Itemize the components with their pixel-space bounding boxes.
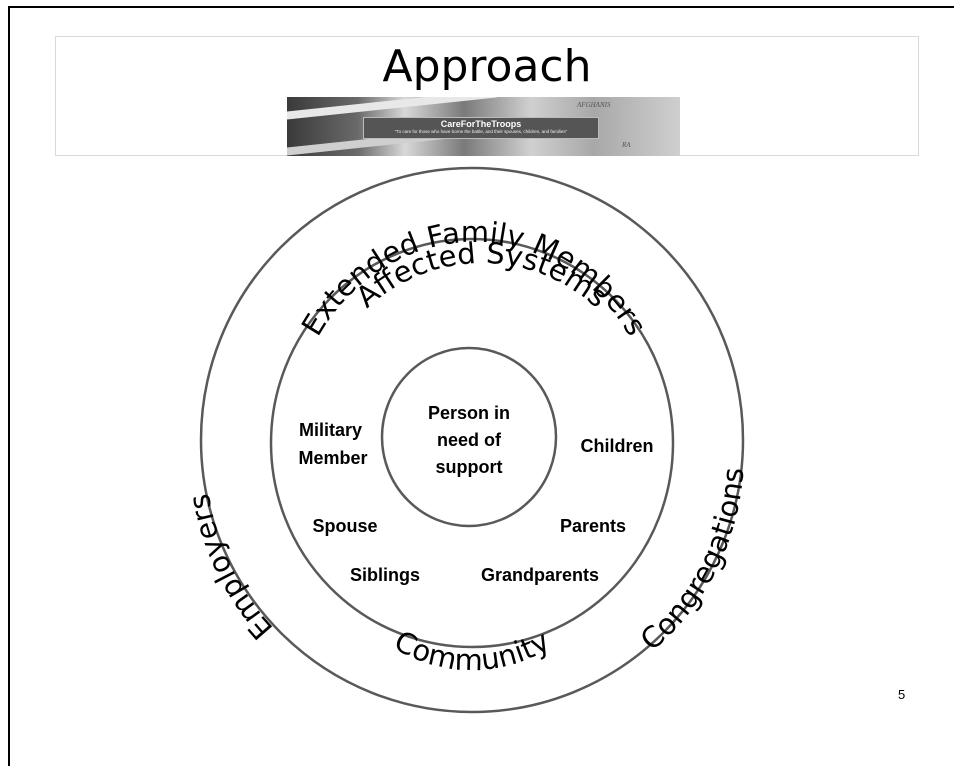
spouse-label: Spouse	[312, 516, 377, 536]
map-label: AFGHANIS	[577, 101, 611, 109]
page-number: 5	[898, 687, 906, 702]
banner-tagline: "To care for those who have borne the ba…	[394, 129, 568, 134]
grandparents-label: Grandparents	[481, 565, 599, 585]
center-label-line1: Person in	[428, 403, 510, 423]
banner-name: CareForTheTroops	[440, 119, 522, 129]
outer-circle	[199, 166, 745, 714]
inner-circle	[380, 346, 558, 528]
title-box: Approach	[55, 36, 919, 156]
military-member-label: Military Member	[298, 420, 367, 468]
extended-family-members-label: Extended Family Members	[295, 215, 654, 341]
middle-circle	[269, 237, 675, 649]
community-label: Community	[389, 624, 555, 678]
slide-frame	[8, 6, 954, 766]
congregations-label: Congregations	[634, 466, 751, 657]
banner-caption: CareForTheTroops "To care for those who …	[363, 117, 599, 139]
slide-title: Approach	[382, 41, 592, 92]
concentric-circles-diagram: Affected Systems Extended Family Members…	[182, 166, 751, 714]
employers-label: Employers	[182, 492, 279, 647]
care-for-the-troops-banner: AFGHANIS RA CareForTheTroops "To care fo…	[287, 97, 680, 156]
center-label-line2: need of	[437, 430, 502, 450]
parents-label: Parents	[560, 516, 626, 536]
military-member-line2: Member	[298, 448, 367, 468]
military-member-line1: Military	[299, 420, 362, 440]
map-label: RA	[622, 141, 631, 149]
center-label-line3: support	[436, 457, 503, 477]
siblings-label: Siblings	[350, 565, 420, 585]
children-label: Children	[580, 436, 653, 456]
